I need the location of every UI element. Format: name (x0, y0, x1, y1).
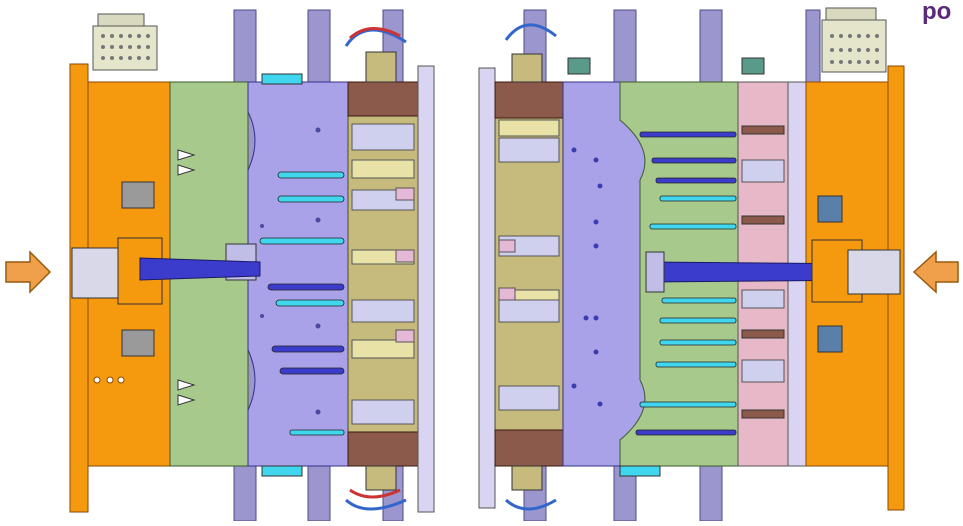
cooling-block (121, 329, 155, 357)
sprue-channel (139, 257, 261, 281)
right-arrow-icon (912, 250, 959, 294)
control-box-icon (821, 7, 887, 73)
corner-label: po (922, 0, 952, 25)
stripper-plate (478, 67, 496, 509)
hose-connector-icon (344, 27, 407, 83)
hose-connector-icon (504, 23, 765, 83)
right-mold-half (478, 7, 905, 522)
left-arrow-icon (5, 250, 52, 294)
left-mold-half (69, 9, 435, 522)
cooling-block (121, 181, 155, 209)
control-box-icon (92, 13, 158, 71)
core-plate (247, 81, 349, 467)
nozzle-housing (847, 249, 901, 295)
stripper-plate (417, 65, 435, 513)
